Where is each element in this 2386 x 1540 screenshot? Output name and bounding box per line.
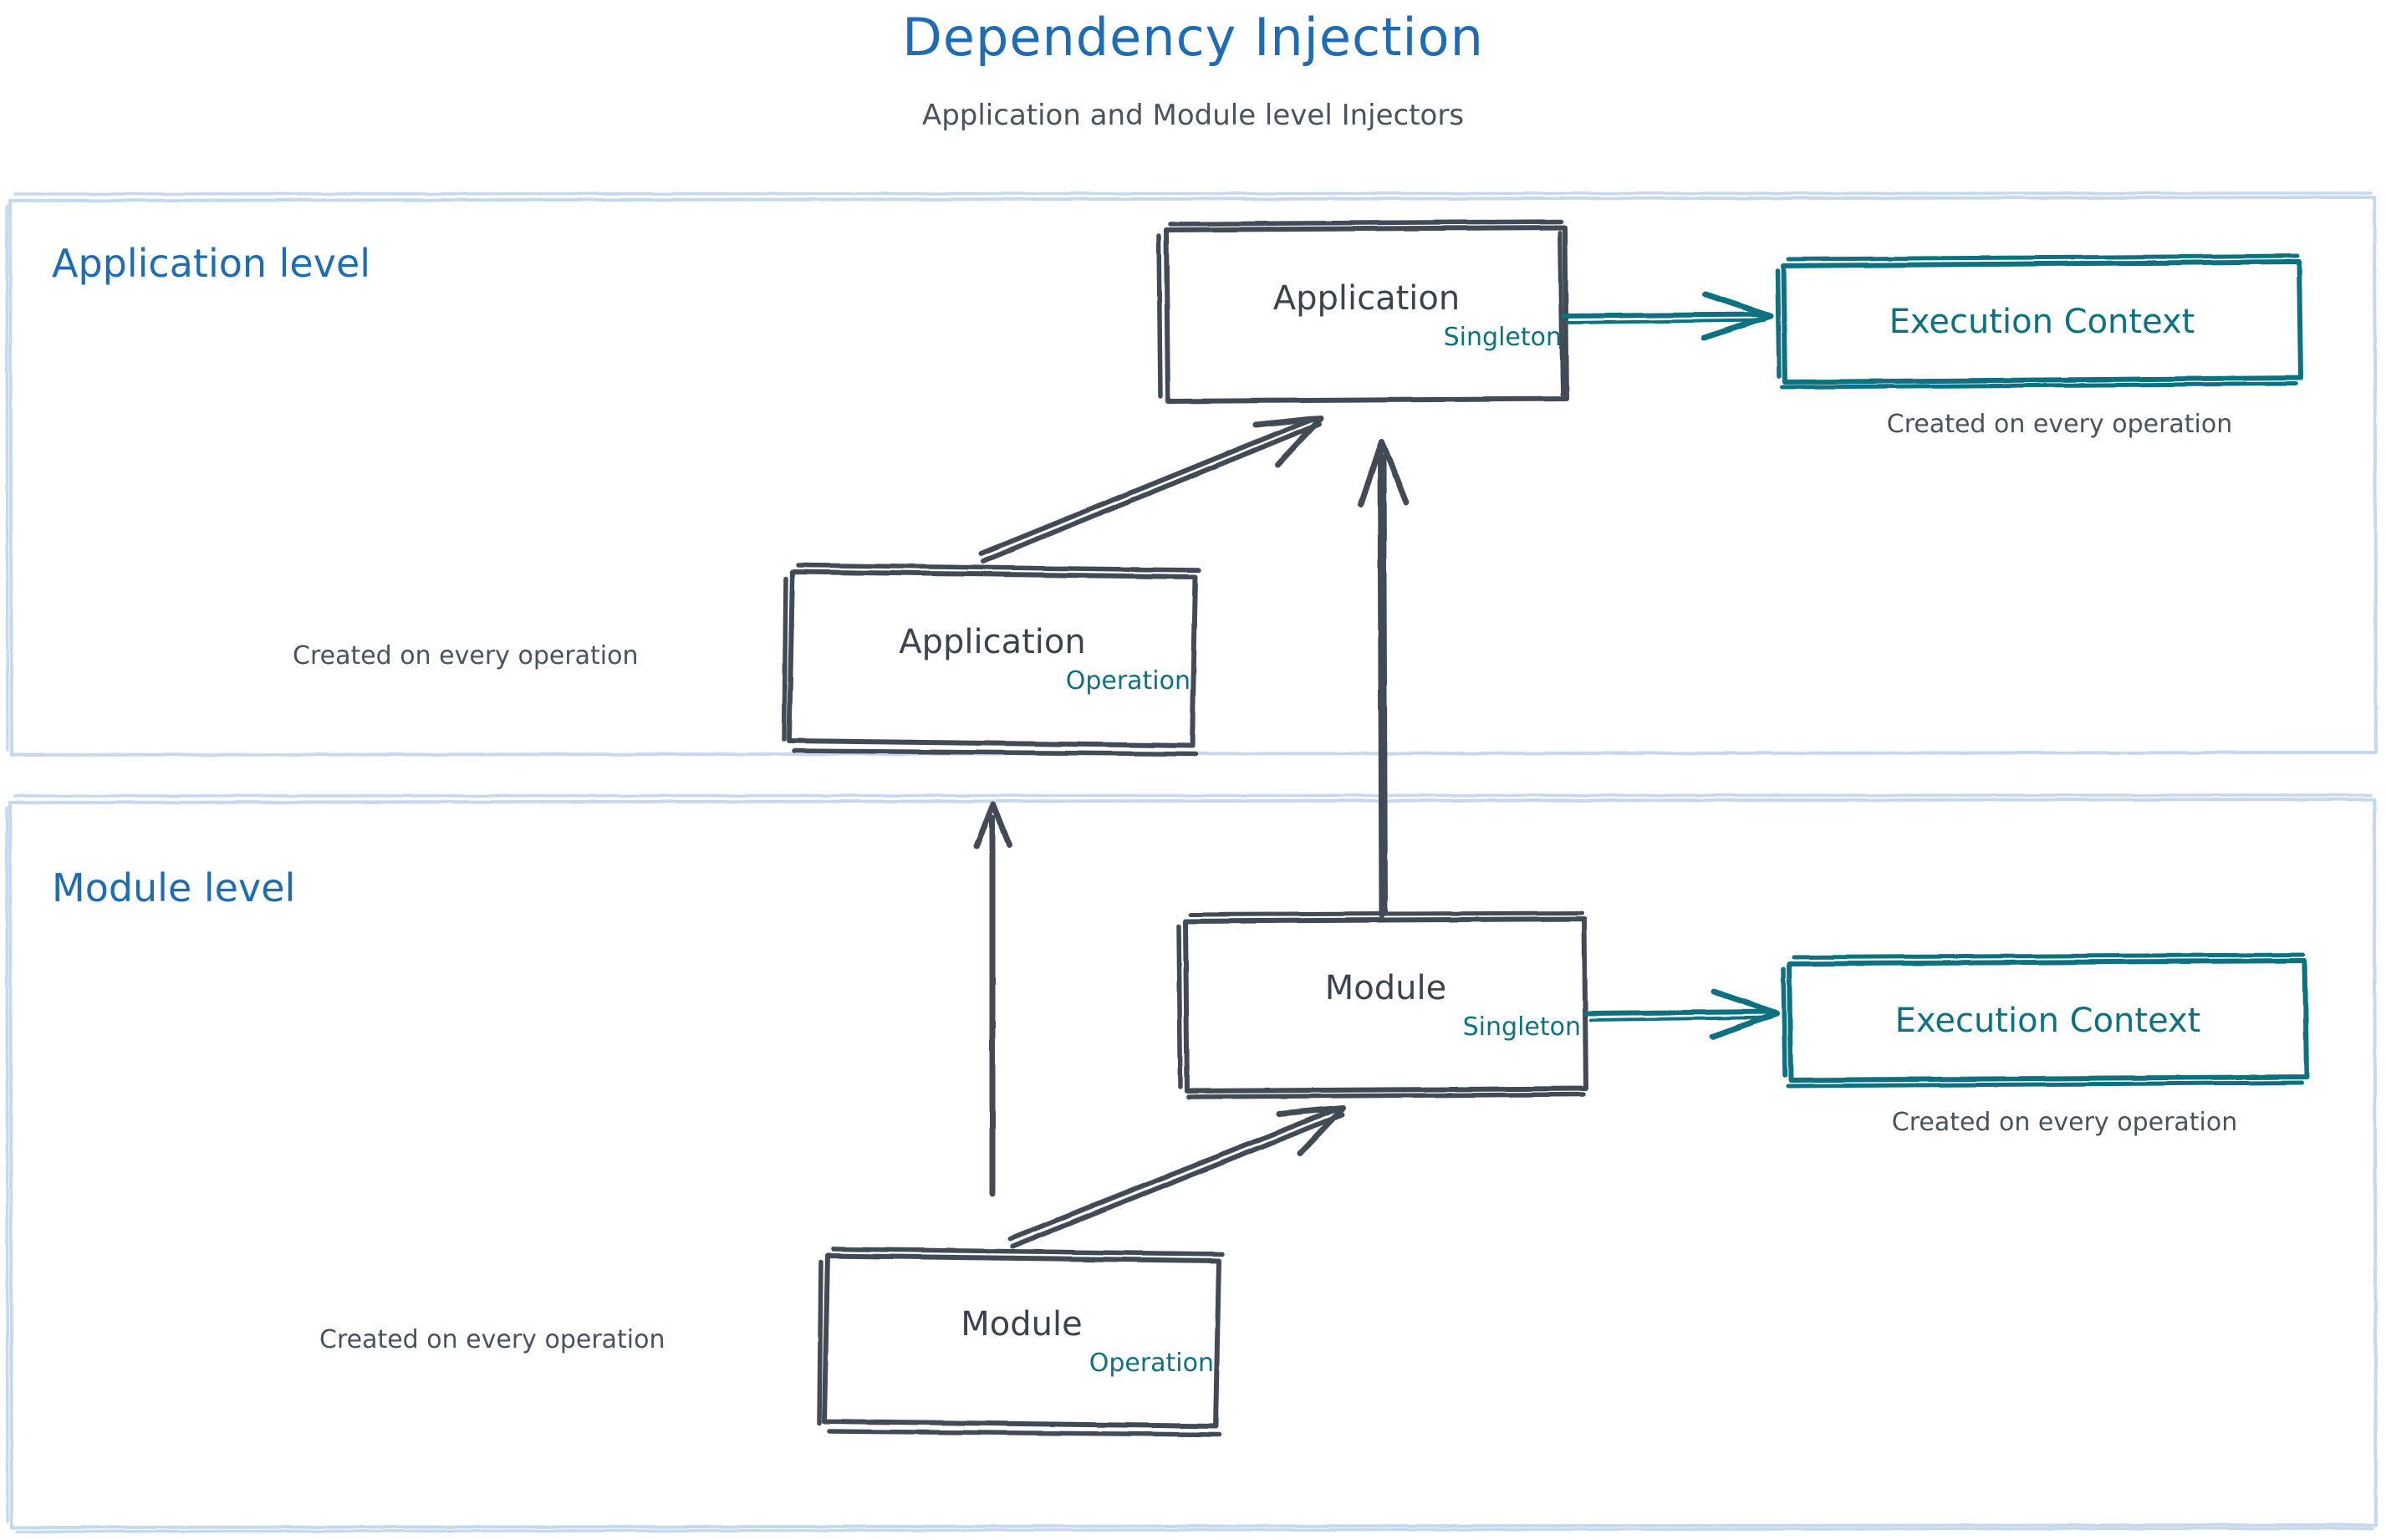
- module-operation-title: Module: [961, 1304, 1083, 1344]
- application-singleton-scope: Singleton: [1443, 323, 1562, 352]
- application-singleton-title: Application: [1272, 279, 1461, 318]
- application-execution-context-box-outline: [1775, 253, 2303, 390]
- application-operation-caption: Created on every operation: [293, 641, 639, 671]
- module-singleton-title: Module: [1324, 968, 1447, 1007]
- module-operation-caption: Created on every operation: [319, 1325, 665, 1354]
- module-level-container: [5, 793, 2378, 1533]
- application-singleton-box[interactable]: Application Singleton: [1166, 230, 1567, 401]
- application-operation-box[interactable]: Application Operation: [789, 572, 1196, 746]
- module-operation-box-outline: [817, 1247, 1225, 1437]
- module-operation-scope: Operation: [1088, 1348, 1214, 1378]
- module-execution-context-box[interactable]: Execution Context: [1789, 961, 2307, 1080]
- module-execution-context-title: Execution Context: [1894, 1001, 2201, 1040]
- module-singleton-box-outline: [1176, 910, 1588, 1099]
- application-execution-context-box[interactable]: Execution Context: [1783, 262, 2301, 382]
- module-execution-context-box-outline: [1781, 952, 2309, 1089]
- application-singleton-box-outline: [1156, 219, 1569, 404]
- zone-label-module-level: Module level: [52, 865, 296, 910]
- module-singleton-box[interactable]: Module Singleton: [1185, 919, 1586, 1091]
- module-singleton-scope: Singleton: [1462, 1012, 1581, 1042]
- application-operation-title: Application: [899, 622, 1086, 661]
- module-execution-context-caption: Created on every operation: [1891, 1108, 2238, 1137]
- application-execution-context-caption: Created on every operation: [1886, 410, 2233, 439]
- edge-module-operation-to-application-operation: [973, 801, 1012, 1197]
- module-operation-box[interactable]: Module Operation: [824, 1256, 1219, 1426]
- application-operation-scope: Operation: [1065, 665, 1190, 696]
- edge-module-operation-to-module-singleton: [1007, 1104, 1347, 1249]
- page-title: Dependency Injection: [902, 7, 1484, 68]
- edge-application-singleton-to-execution-context: [1561, 291, 1774, 341]
- edge-application-operation-to-application-singleton: [979, 415, 1324, 563]
- application-execution-context-title: Execution Context: [1889, 303, 2195, 341]
- edge-module-singleton-to-application-singleton: [1358, 438, 1410, 919]
- application-operation-box-outline: [782, 563, 1201, 757]
- page-subtitle: Application and Module level Injectors: [921, 99, 1465, 132]
- edge-module-singleton-to-execution-context: [1584, 988, 1781, 1040]
- zone-label-application-level: Application level: [52, 241, 371, 286]
